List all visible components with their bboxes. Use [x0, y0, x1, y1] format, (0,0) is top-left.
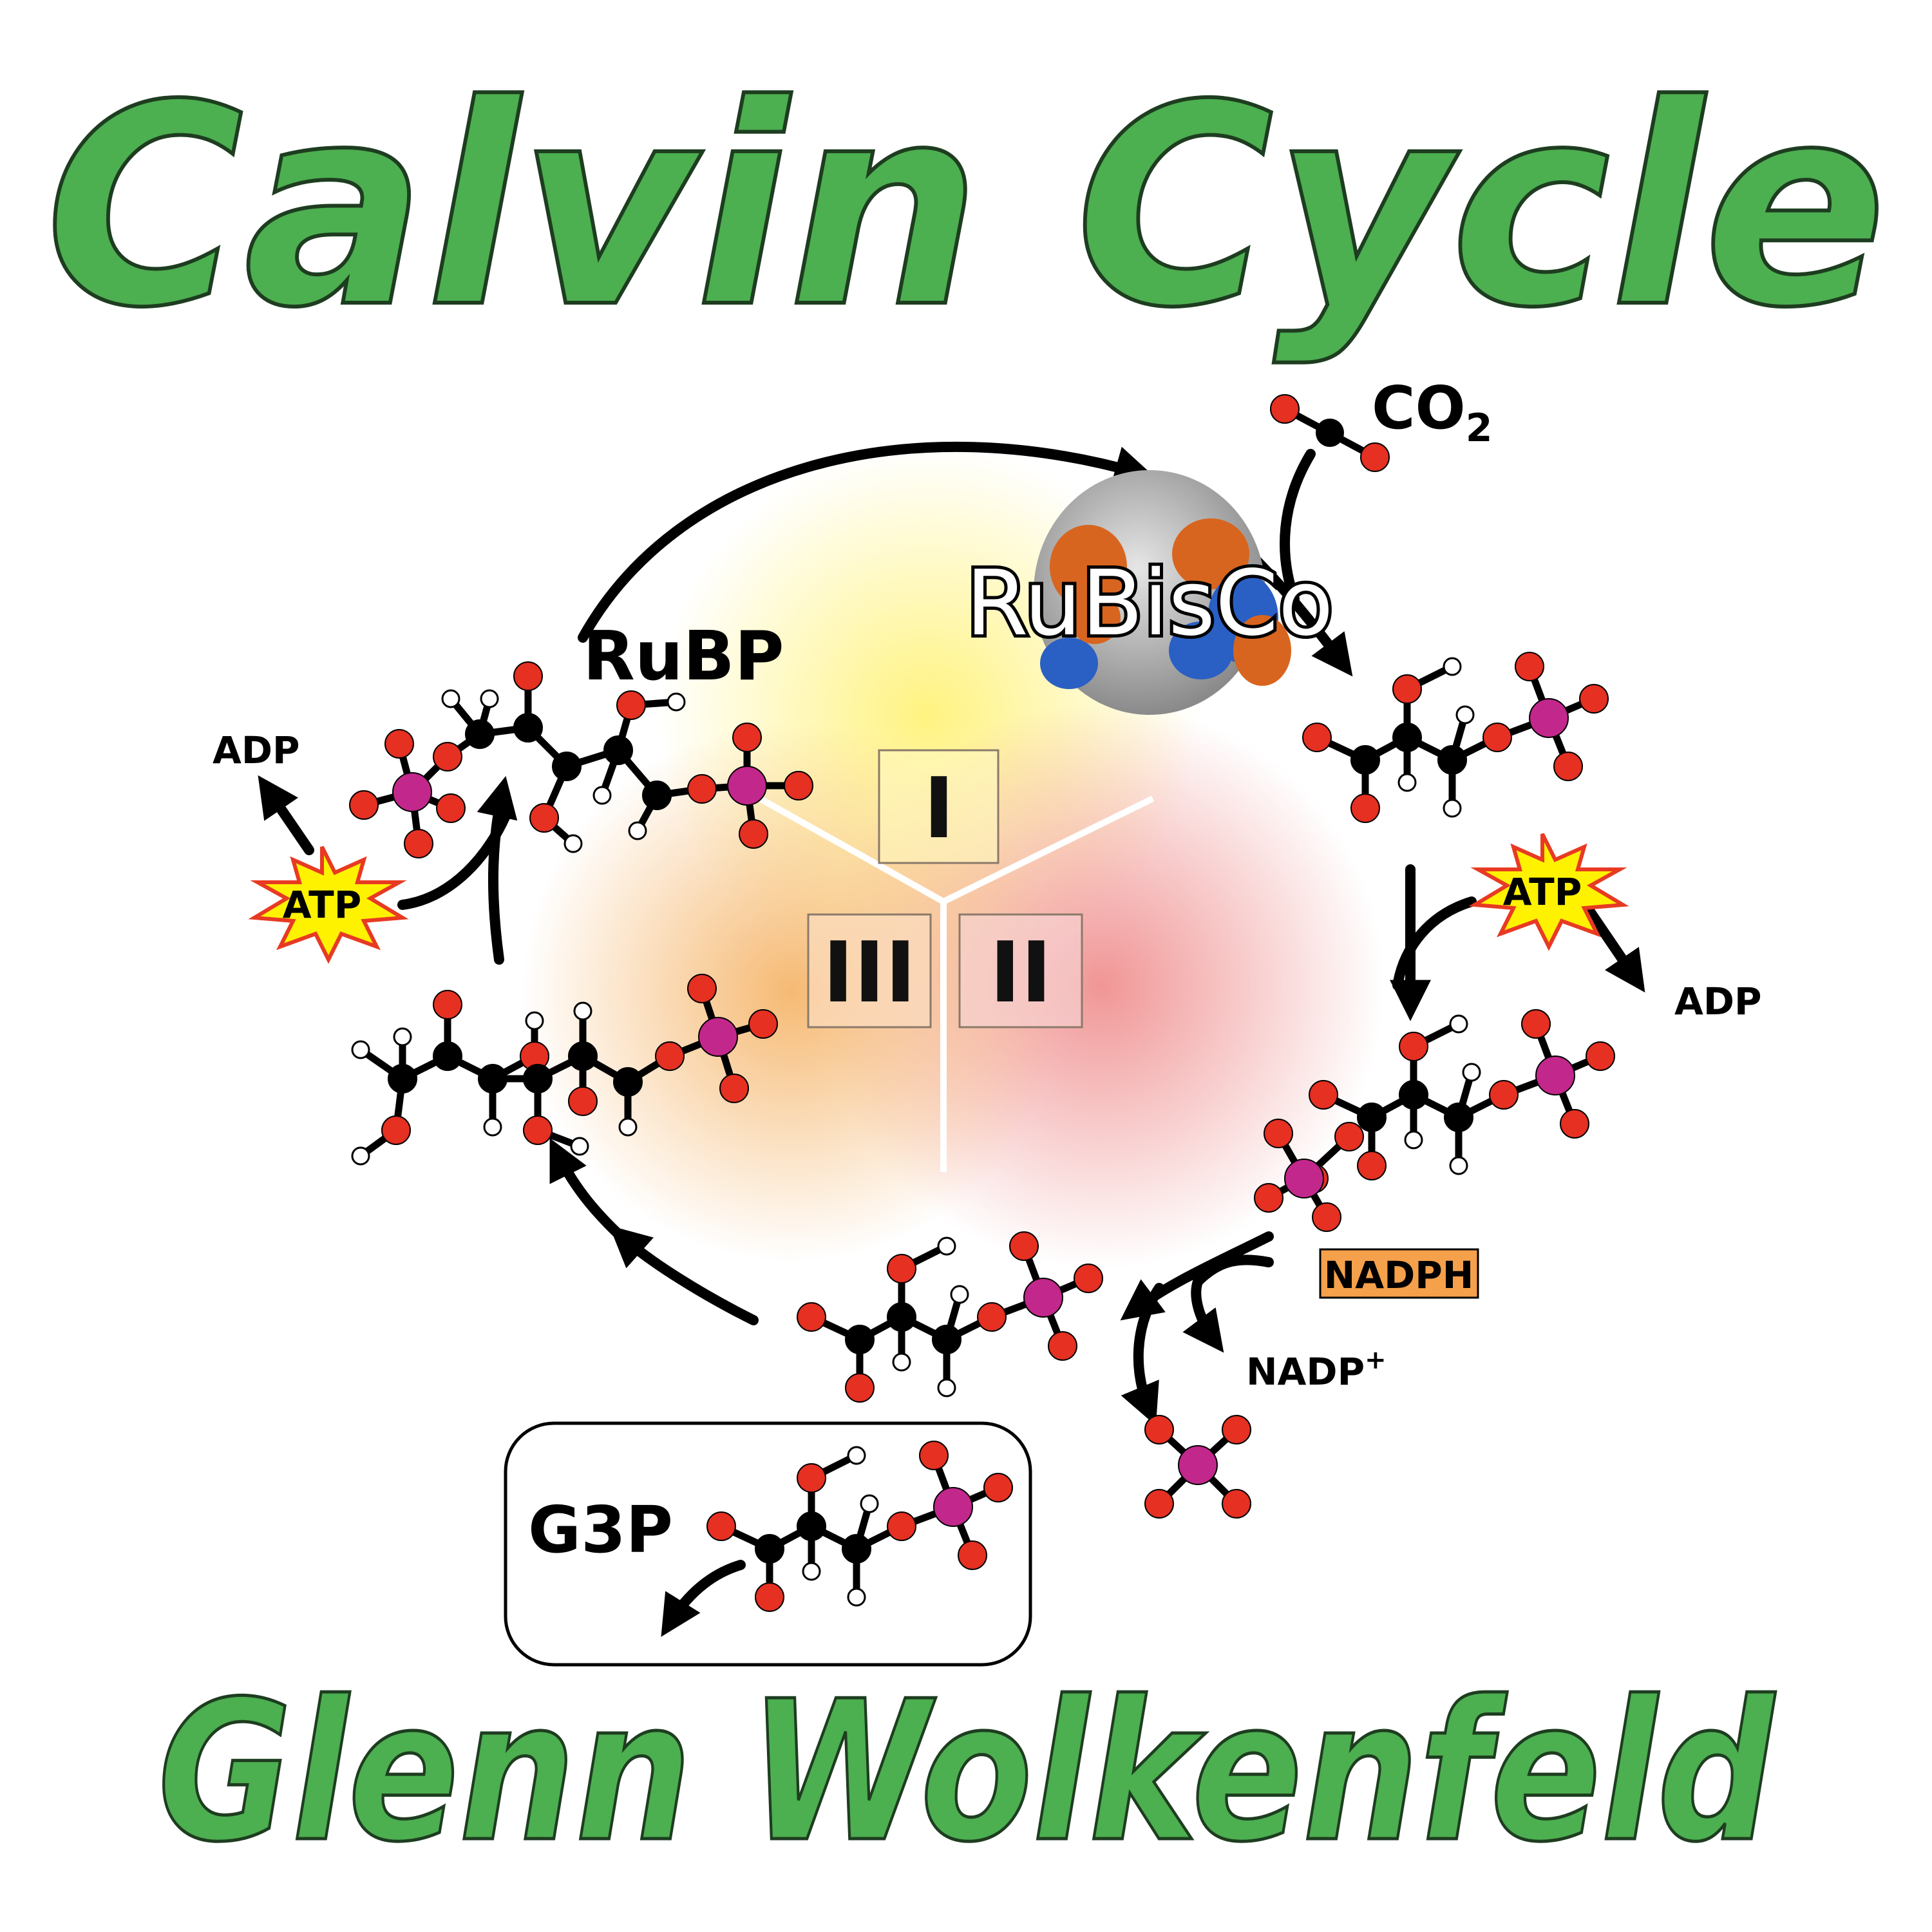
cycle-arrows	[258, 441, 1645, 1637]
molecule	[1144, 1415, 1251, 1519]
stage-box-1: I	[878, 749, 999, 864]
g3p-label: G3P	[528, 1492, 673, 1567]
atp-burst-icon	[1468, 833, 1629, 951]
stage-box-3: III	[807, 913, 932, 1028]
atp-burst-icon	[248, 846, 409, 964]
nadph-box	[1319, 1248, 1479, 1299]
rubisco-protein-icon	[1034, 470, 1291, 715]
molecule	[797, 1231, 1103, 1403]
adp-label-top: ADP	[1674, 980, 1762, 1023]
atp-label-top: ATP	[1503, 870, 1582, 914]
co2-molecule	[1270, 394, 1390, 472]
molecule-ball-and-stick-icon	[349, 652, 1615, 1612]
arrow-icon	[578, 441, 1156, 643]
molecule	[1302, 652, 1609, 823]
enzyme-label: RuBisCo	[965, 551, 1333, 656]
svg-text:II: II	[990, 923, 1052, 1021]
atp-label-left: ATP	[283, 883, 361, 927]
nadp-label: NADP+	[1246, 1345, 1387, 1394]
molecule	[706, 1441, 1013, 1612]
artist-name: Glenn Wolkenfeld	[158, 1660, 1777, 1884]
svg-text:III: III	[822, 923, 916, 1021]
rubp-label: RuBP	[583, 617, 784, 696]
nadph-label: NADPH	[1324, 1253, 1474, 1297]
adp-label-left: ADP	[213, 728, 300, 772]
co2-label: CO2	[1372, 374, 1492, 451]
molecule	[349, 661, 813, 858]
svg-text:I: I	[923, 759, 954, 857]
molecule	[1254, 1119, 1364, 1232]
molecule	[351, 974, 778, 1166]
g3p-box	[504, 1421, 1032, 1667]
title: Calvin Cycle	[45, 46, 1887, 368]
molecule	[1309, 1009, 1615, 1180]
stage-box-2: II	[958, 913, 1083, 1028]
